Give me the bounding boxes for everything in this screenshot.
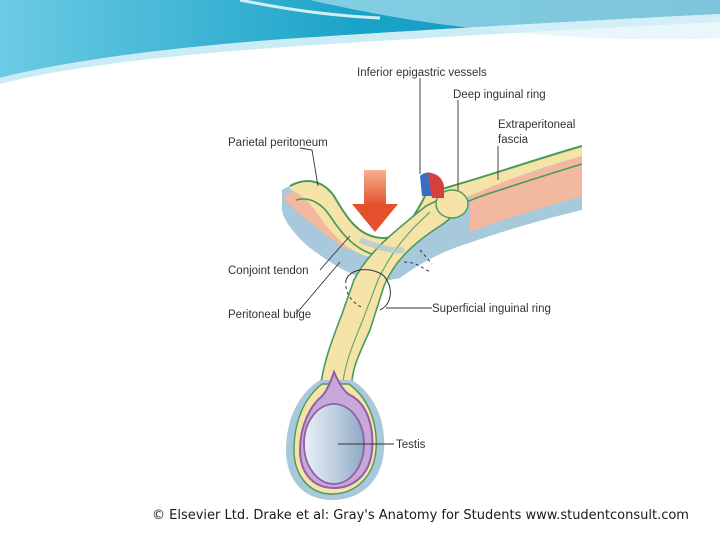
header-banner <box>0 0 720 84</box>
label-parietal-peritoneum: Parietal peritoneum <box>228 137 328 149</box>
label-extraperitoneal-fascia-line2: fascia <box>498 134 529 146</box>
inguinal-canal-illustration <box>282 145 583 500</box>
figure-panel <box>150 64 656 530</box>
leader-lines <box>295 78 499 445</box>
label-testis: Testis <box>396 439 426 451</box>
copyright-credit: © Elsevier Ltd. Drake et al: Gray's Anat… <box>152 508 689 523</box>
superficial-ring-outline <box>345 269 391 311</box>
label-conjoint-tendon: Conjoint tendon <box>228 265 309 277</box>
label-peritoneal-bulge: Peritoneal bulge <box>228 309 311 321</box>
label-deep-inguinal-ring: Deep inguinal ring <box>453 89 546 101</box>
abdominal-wall-pink-layer <box>470 156 582 232</box>
label-extraperitoneal-fascia: Extraperitoneal <box>498 119 575 131</box>
direct-hernia-arrow <box>352 170 398 232</box>
label-inferior-epigastric-vessels: Inferior epigastric vessels <box>357 67 487 79</box>
label-superficial-inguinal-ring: Superficial inguinal ring <box>432 303 551 315</box>
